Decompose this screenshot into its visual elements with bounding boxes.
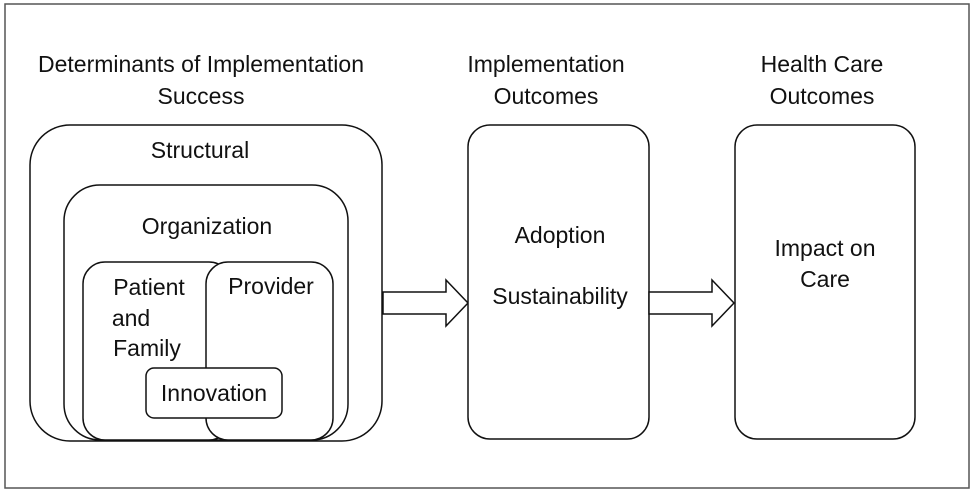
implementation-outcomes-header-line1: Implementation — [467, 51, 624, 77]
health-care-outcomes-header-line2: Outcomes — [770, 83, 875, 109]
impact-label-line2: Care — [800, 266, 850, 292]
patient-family-label-line1: Patient — [113, 274, 185, 300]
implementation-outcomes-header-line2: Outcomes — [494, 83, 599, 109]
determinants-header-line2: Success — [158, 83, 245, 109]
patient-family-label-line2: and — [112, 305, 150, 331]
innovation-label: Innovation — [161, 380, 267, 406]
organization-label: Organization — [142, 213, 272, 239]
adoption-label: Adoption — [515, 222, 606, 248]
health-care-outcomes-box — [734, 124, 916, 440]
arrow-right-icon — [648, 278, 736, 328]
determinants-header-line1: Determinants of Implementation — [38, 51, 364, 77]
health-care-outcomes-header-line1: Health Care — [761, 51, 884, 77]
innovation-box — [145, 367, 283, 419]
implementation-outcomes-box — [467, 124, 650, 440]
structural-label: Structural — [151, 137, 249, 163]
sustainability-label: Sustainability — [492, 283, 628, 309]
provider-label: Provider — [228, 273, 314, 299]
impact-label-line1: Impact on — [775, 235, 876, 261]
patient-family-label-line3: Family — [113, 335, 181, 361]
arrow-right-icon — [382, 278, 470, 328]
